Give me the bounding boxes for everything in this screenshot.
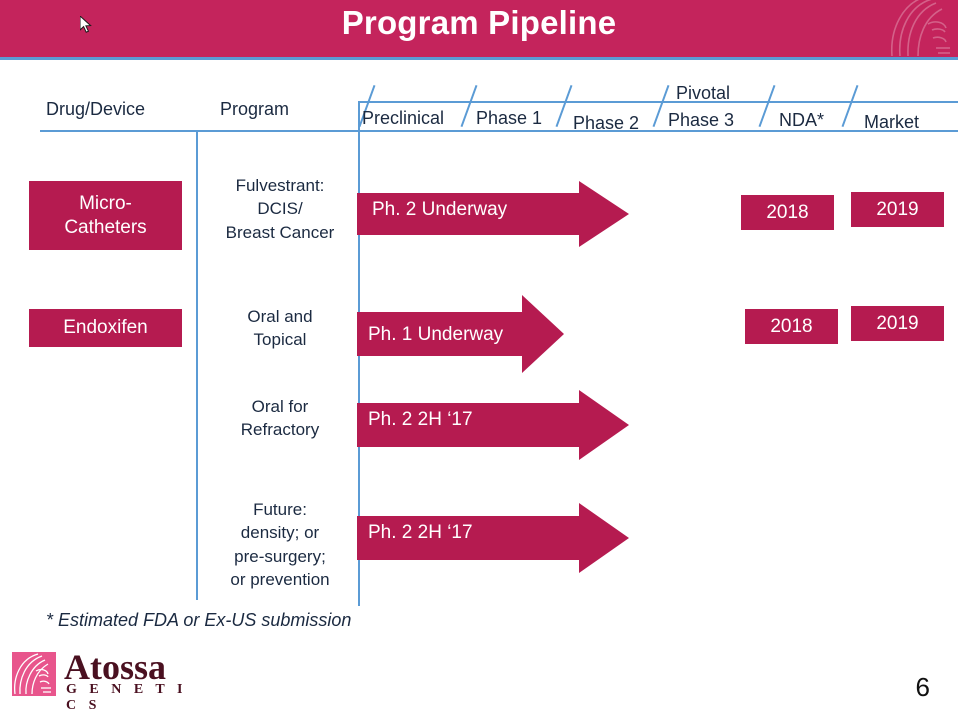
milestone-box-row-2-market[interactable]: 2019 — [851, 306, 944, 341]
footnote: * Estimated FDA or Ex-US submission — [46, 610, 352, 630]
pipeline-arrow-row-4[interactable] — [357, 503, 629, 573]
milestone-box-row-1-nda[interactable]: 2018 — [741, 195, 834, 230]
column-header-drug-device: Drug/Device — [46, 99, 146, 119]
stage-slash-2 — [460, 84, 478, 128]
column-header-program: Program — [220, 99, 290, 119]
divider-drug-program — [196, 130, 198, 600]
title-underline — [0, 57, 958, 60]
drug-box-micro-catheters[interactable]: Micro-Catheters — [29, 181, 182, 250]
pipeline-arrow-label-row-3: Ph. 2 2H ‘17 — [368, 409, 473, 430]
atossa-face-watermark-icon — [888, 0, 958, 58]
stage-slash-5 — [758, 84, 776, 128]
logo-subtitle: G E N E T I C S — [66, 682, 187, 713]
milestone-label: 2019 — [876, 312, 919, 334]
column-header-phase-1: Phase 1 — [476, 108, 543, 128]
page-number: 6 — [915, 672, 930, 702]
pipeline-arrow-row-1[interactable] — [357, 181, 629, 247]
drug-box-label: Micro-Catheters — [64, 192, 147, 238]
milestone-label: 2019 — [876, 198, 919, 220]
drug-box-label: Endoxifen — [63, 317, 148, 339]
column-header-phase-3: Phase 3 — [668, 110, 735, 130]
program-text-row-1: Fulvestrant:DCIS/Breast Cancer — [204, 174, 356, 244]
mouse-cursor-icon — [80, 16, 92, 33]
page-title: Program Pipeline — [341, 4, 617, 41]
pipeline-arrow-label-row-2: Ph. 1 Underway — [368, 324, 504, 345]
stage-slash-6 — [841, 84, 859, 128]
column-header-phase-2: Phase 2 — [573, 113, 640, 133]
program-label: Fulvestrant:DCIS/Breast Cancer — [225, 176, 335, 242]
milestone-label: 2018 — [766, 201, 809, 223]
milestone-label: 2018 — [770, 315, 813, 337]
pipeline-arrow-row-3[interactable] — [357, 390, 629, 460]
logo-wordmark: Atossa — [64, 647, 167, 687]
stage-slash-3 — [555, 84, 573, 128]
stage-slash-4 — [652, 84, 670, 128]
pipeline-arrow-label-row-4: Ph. 2 2H ‘17 — [368, 522, 473, 543]
header-rule — [40, 130, 958, 132]
column-header-market: Market — [864, 112, 920, 132]
column-header-preclinical: Preclinical — [362, 108, 445, 128]
column-header-nda: NDA* — [779, 110, 825, 130]
title-bar — [0, 0, 958, 57]
atossa-logo: Atossa G E N E T I C S — [12, 647, 202, 713]
milestone-box-row-1-market[interactable]: 2019 — [851, 192, 944, 227]
pipeline-arrow-row-2[interactable] — [357, 295, 564, 373]
atossa-face-logo-icon — [12, 652, 56, 696]
column-header-pivotal: Pivotal — [676, 83, 731, 103]
header-rule-top — [358, 101, 958, 103]
milestone-box-row-2-nda[interactable]: 2018 — [745, 309, 838, 344]
pipeline-arrow-label-row-1: Ph. 2 Underway — [372, 199, 508, 220]
drug-box-endoxifen[interactable]: Endoxifen — [29, 309, 182, 347]
